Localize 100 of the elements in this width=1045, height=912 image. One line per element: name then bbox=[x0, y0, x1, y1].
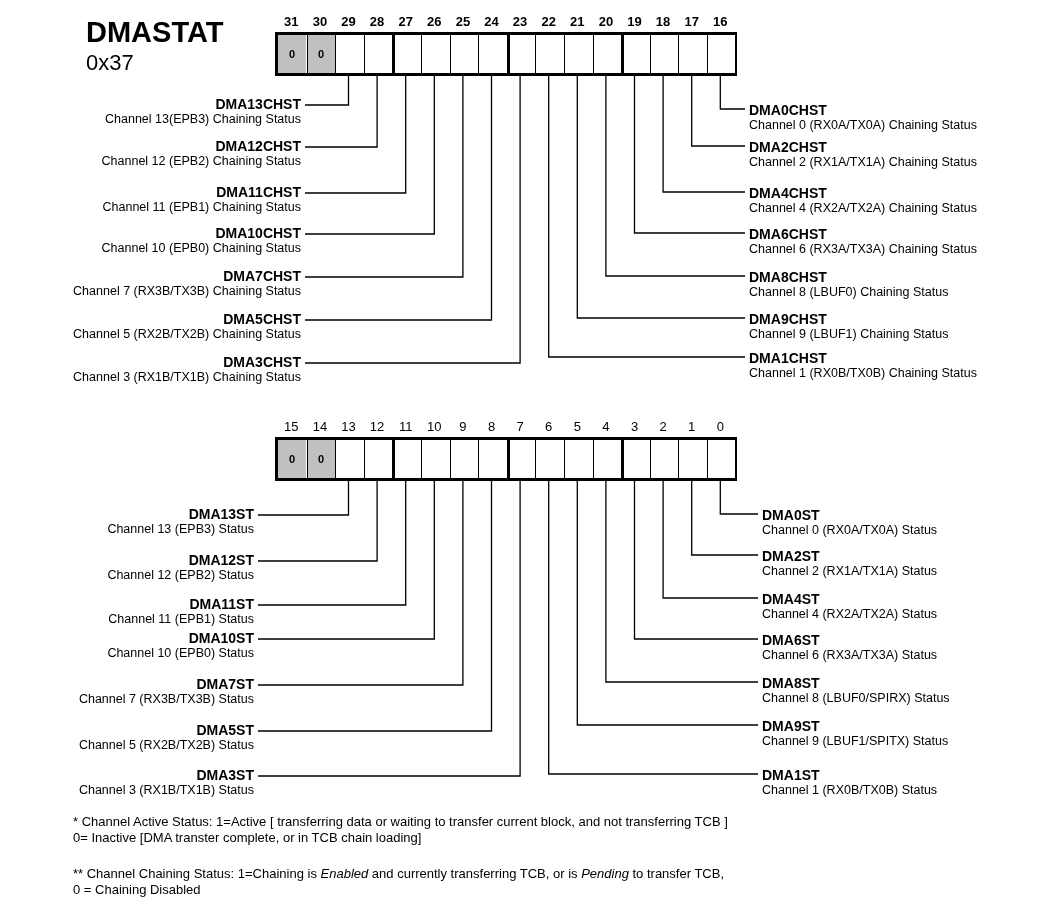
field-name: DMA8ST bbox=[762, 675, 821, 691]
leader-line bbox=[605, 75, 746, 277]
field-description: Channel 12 (EPB2) Status bbox=[107, 568, 254, 583]
field-name: DMA9ST bbox=[762, 718, 821, 734]
leader-line bbox=[548, 75, 746, 358]
field-name: DMA8CHST bbox=[749, 269, 828, 285]
bit-number: 24 bbox=[483, 15, 500, 28]
field-name: DMA6CHST bbox=[749, 226, 828, 242]
leader-line bbox=[257, 480, 407, 606]
leader-line bbox=[257, 480, 435, 640]
field-description: Channel 3 (RX1B/TX1B) Status bbox=[78, 783, 254, 798]
leader-line bbox=[257, 480, 464, 686]
bit-number: 5 bbox=[572, 420, 582, 433]
bit-number: 17 bbox=[683, 15, 700, 28]
field-name: DMA1ST bbox=[762, 767, 821, 783]
leader-line bbox=[257, 480, 521, 777]
field-name: DMA3ST bbox=[195, 767, 254, 783]
field-description: Channel 5 (RX2B/TX2B) Status bbox=[78, 738, 254, 753]
bit-number: 4 bbox=[601, 420, 611, 433]
field-name: DMA11ST bbox=[188, 596, 254, 612]
leader-line bbox=[257, 480, 378, 562]
leader-line bbox=[691, 75, 746, 147]
field-description: Channel 6 (RX3A/TX3A) Status bbox=[762, 648, 938, 663]
field-name: DMA10CHST bbox=[214, 225, 301, 241]
field-name: DMA7CHST bbox=[222, 268, 301, 284]
bit-number: 23 bbox=[511, 15, 529, 28]
register-bit-cell: 0 bbox=[278, 440, 306, 478]
field-name: DMA12CHST bbox=[214, 138, 301, 154]
field-name: DMA2CHST bbox=[749, 139, 828, 155]
field-description: Channel 6 (RX3A/TX3A) Chaining Status bbox=[749, 242, 977, 257]
bit-number: 2 bbox=[658, 420, 668, 433]
bit-number: 29 bbox=[340, 15, 357, 28]
register-address: 0x37 bbox=[86, 52, 134, 74]
field-name: DMA0CHST bbox=[749, 102, 828, 118]
register-bit-cell: 0 bbox=[278, 35, 306, 73]
leader-line bbox=[304, 75, 378, 148]
field-description: Channel 8 (LBUF0/SPIRX) Status bbox=[762, 691, 950, 706]
leader-line bbox=[548, 480, 759, 775]
leader-line bbox=[605, 480, 759, 683]
bit-number: 3 bbox=[629, 420, 640, 433]
bit-number: 7 bbox=[515, 420, 525, 433]
leader-line bbox=[719, 75, 746, 110]
field-description: Channel 4 (RX2A/TX2A) Chaining Status bbox=[749, 201, 977, 216]
field-name: DMA4ST bbox=[762, 591, 821, 607]
field-name: DMA7ST bbox=[195, 676, 254, 692]
field-description: Channel 9 (LBUF1/SPITX) Status bbox=[762, 734, 949, 749]
leader-line bbox=[304, 75, 464, 278]
leader-line bbox=[304, 75, 350, 106]
bit-number: 21 bbox=[569, 15, 586, 28]
field-description: Channel 13(EPB3) Chaining Status bbox=[105, 112, 301, 127]
bit-number: 14 bbox=[311, 420, 329, 433]
field-description: Channel 8 (LBUF0) Chaining Status bbox=[749, 285, 949, 300]
bit-number: 30 bbox=[311, 15, 329, 28]
field-name: DMA5ST bbox=[195, 722, 254, 738]
field-name: DMA11CHST bbox=[215, 184, 301, 200]
leader-line bbox=[662, 75, 746, 193]
bit-number: 8 bbox=[486, 420, 497, 433]
bit-number: 26 bbox=[426, 15, 443, 28]
leader-line bbox=[576, 480, 759, 726]
field-description: Channel 4 (RX2A/TX2A) Status bbox=[762, 607, 938, 622]
leader-line bbox=[304, 75, 493, 321]
bit-number: 10 bbox=[426, 420, 443, 433]
leader-line bbox=[304, 75, 521, 364]
field-description: Channel 0 (RX0A/TX0A) Status bbox=[762, 523, 938, 538]
bit-number: 19 bbox=[626, 15, 643, 28]
leader-line bbox=[304, 75, 407, 194]
bit-number: 11 bbox=[397, 420, 414, 433]
field-description: Channel 13 (EPB3) Status bbox=[107, 522, 254, 537]
field-description: Channel 0 (RX0A/TX0A) Chaining Status bbox=[749, 118, 977, 133]
field-name: DMA2ST bbox=[762, 548, 821, 564]
field-name: DMA9CHST bbox=[749, 311, 828, 327]
field-name: DMA13CHST bbox=[214, 96, 301, 112]
field-description: Channel 3 (RX1B/TX1B) Chaining Status bbox=[73, 370, 301, 385]
bit-number: 20 bbox=[597, 15, 615, 28]
footnote: 0 = Chaining Disabled bbox=[73, 882, 202, 898]
field-description: Channel 10 (EPB0) Status bbox=[107, 646, 254, 661]
register-title: DMASTAT bbox=[86, 18, 224, 47]
bit-number: 9 bbox=[458, 420, 468, 433]
bit-number: 25 bbox=[454, 15, 472, 28]
register-bit-cell: 0 bbox=[306, 440, 335, 478]
field-description: Channel 7 (RX3B/TX3B) Chaining Status bbox=[73, 284, 301, 299]
field-name: DMA6ST bbox=[762, 632, 821, 648]
bit-number: 22 bbox=[540, 15, 557, 28]
bit-number: 0 bbox=[715, 420, 725, 433]
field-description: Channel 2 (RX1A/TX1A) Chaining Status bbox=[749, 155, 977, 170]
field-name: DMA1CHST bbox=[749, 350, 828, 366]
bit-number: 6 bbox=[544, 420, 554, 433]
leader-line bbox=[257, 480, 350, 516]
field-name: DMA12ST bbox=[187, 552, 254, 568]
leader-line bbox=[633, 480, 759, 640]
field-description: Channel 11 (EPB1) Chaining Status bbox=[102, 200, 301, 215]
leader-line bbox=[662, 480, 759, 599]
bit-number: 13 bbox=[340, 420, 357, 433]
field-description: Channel 2 (RX1A/TX1A) Status bbox=[762, 564, 938, 579]
field-description: Channel 11 (EPB1) Status bbox=[108, 612, 254, 627]
leader-line bbox=[633, 75, 746, 234]
leader-line bbox=[257, 480, 493, 732]
bit-number: 15 bbox=[283, 420, 300, 433]
bit-number: 16 bbox=[712, 15, 729, 28]
bit-number: 18 bbox=[654, 15, 672, 28]
